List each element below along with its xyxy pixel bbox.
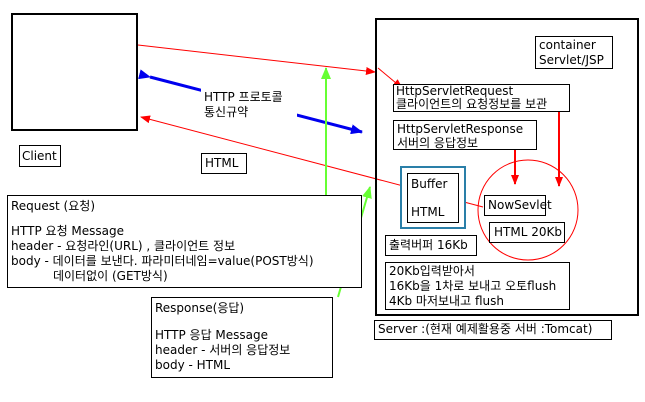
servlet-name-box: NowSevlet bbox=[484, 195, 552, 216]
servlet-output: HTML 20Kb bbox=[494, 225, 562, 239]
response-line: body - HTML bbox=[155, 358, 231, 372]
flush-note-line: 20Kb입력받아서 bbox=[389, 264, 475, 278]
flush-note-line: 16Kb을 1차로 보내고 오토flush bbox=[389, 279, 557, 293]
http-servlet-request-box: HttpServletRequest 클라이언트의 요청정보를 보관 bbox=[393, 84, 570, 112]
request-line: 데이터없이 (GET방식) bbox=[11, 269, 168, 283]
response-line: header - 서버의 응답정보 bbox=[155, 343, 291, 357]
servlet-circle bbox=[477, 159, 579, 261]
servlet-name: NowSevlet bbox=[488, 198, 552, 212]
response-line: HTTP 응답 Message bbox=[155, 328, 269, 342]
request-title: Request (요청) bbox=[11, 199, 96, 213]
flush-note-line: 4Kb 마저보내고 flush bbox=[389, 294, 504, 308]
response-obj-desc: 서버의 응답정보 bbox=[397, 136, 479, 150]
flush-note-box: 20Kb입력받아서 16Kb을 1차로 보내고 오토flush 4Kb 마저보내… bbox=[385, 262, 570, 310]
container-label-box: container Servlet/JSP bbox=[535, 36, 613, 69]
protocol-line1: HTTP 프로토콜 bbox=[204, 90, 283, 104]
server-caption: Server :(현재 예제활용중 서버 :Tomcat) bbox=[378, 322, 593, 336]
request-line: header - 요청라인(URL) , 클라이언트 정보 bbox=[11, 239, 236, 253]
buffer-inner-box: Buffer HTML bbox=[407, 173, 459, 223]
output-buffer-box: 출력버퍼 16Kb bbox=[385, 235, 477, 256]
request-line: HTTP 요청 Message bbox=[11, 224, 125, 238]
protocol-line2: 통신규약 bbox=[204, 105, 249, 119]
response-info-box: Response(응답) HTTP 응답 Message header - 서버… bbox=[151, 297, 333, 378]
client-label-box: Client bbox=[19, 145, 61, 167]
request-obj-desc: 클라이언트의 요청정보를 보관 bbox=[396, 97, 548, 111]
buffer-outer-box: Buffer HTML bbox=[400, 166, 466, 229]
response-title: Response(응답) bbox=[155, 301, 245, 315]
request-info-box: Request (요청) HTTP 요청 Message header - 요청… bbox=[7, 195, 362, 288]
request-arrow bbox=[137, 44, 376, 75]
client-label: Client bbox=[22, 149, 57, 163]
output-buffer-label: 출력버퍼 16Kb bbox=[389, 238, 468, 252]
buffer-content: HTML bbox=[411, 205, 445, 219]
server-box bbox=[375, 18, 639, 316]
servlet-output-box: HTML 20Kb bbox=[489, 222, 565, 243]
server-caption-box: Server :(현재 예제활용중 서버 :Tomcat) bbox=[374, 320, 612, 340]
html-label: HTML bbox=[205, 156, 239, 170]
request-line: body - 데이터를 보낸다. 파라미터네임=value(POST방식) bbox=[11, 254, 314, 268]
html-label-box: HTML bbox=[201, 153, 247, 174]
container-line1: container bbox=[539, 38, 596, 52]
protocol-label-box: HTTP 프로토콜 통신규약 bbox=[201, 88, 297, 124]
http-servlet-response-box: HttpServletResponse 서버의 응답정보 bbox=[393, 120, 537, 150]
buffer-title: Buffer bbox=[411, 177, 448, 191]
response-obj-name: HttpServletResponse bbox=[397, 122, 524, 136]
container-line2: Servlet/JSP bbox=[539, 53, 604, 67]
request-obj-name: HttpServletRequest bbox=[396, 84, 514, 98]
client-box bbox=[11, 13, 138, 131]
